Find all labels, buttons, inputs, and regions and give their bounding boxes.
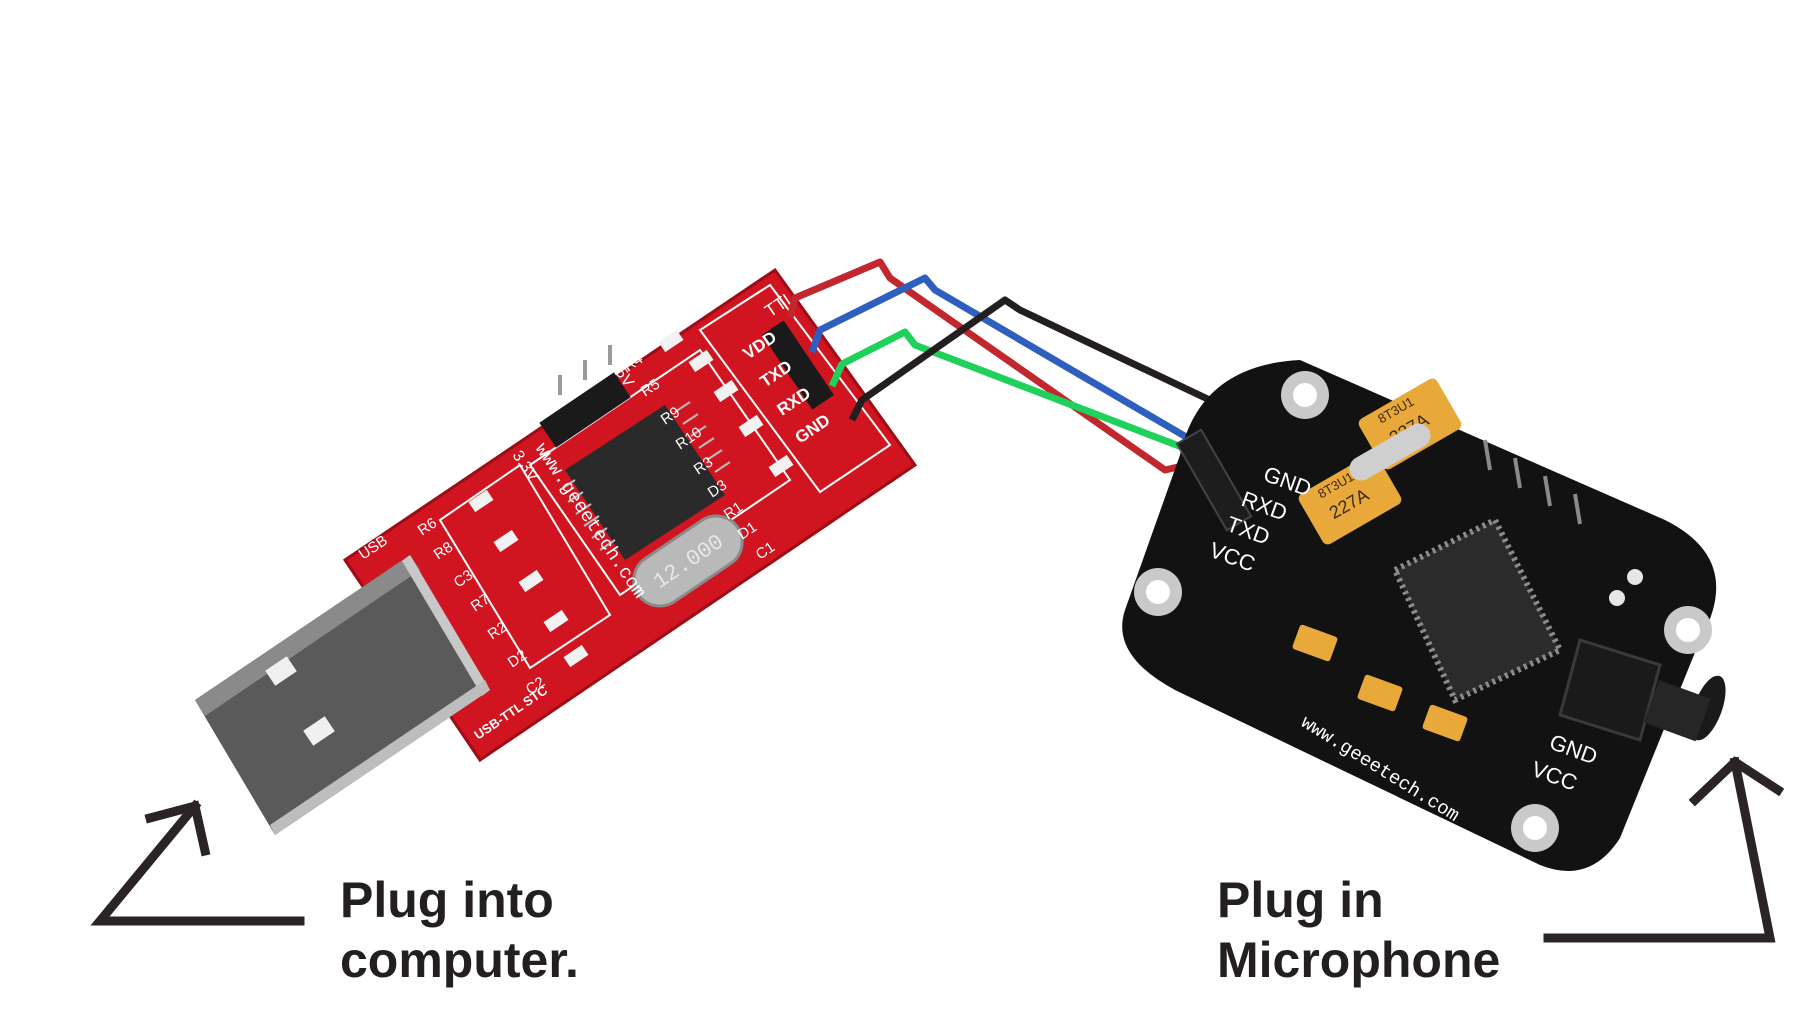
caption-right-line1: Plug in	[1217, 872, 1384, 928]
usb-bridge-chip	[565, 405, 725, 560]
usb-ttl-module: 12.000 TTL VDD TXD RXD	[195, 267, 918, 835]
smd-components	[468, 329, 794, 668]
caption-left-line2: computer.	[340, 932, 579, 988]
caption-plug-in-microphone: Plug in Microphone	[1217, 870, 1500, 990]
usb-a-plug	[195, 555, 490, 835]
status-led-2	[1609, 590, 1625, 606]
arrow-to-jack	[1543, 756, 1785, 943]
silkscreen-boxes	[438, 283, 892, 670]
ttl-pin-header	[762, 320, 834, 410]
voice-recognition-module: 227A 8T3U1 227A 8T3U1 GND	[1122, 360, 1726, 871]
arrow-to-usb	[90, 799, 305, 926]
status-led-1	[1627, 569, 1643, 585]
caption-left-line1: Plug into	[340, 872, 554, 928]
mounting-holes	[1134, 371, 1712, 852]
caption-plug-into-computer: Plug into computer.	[340, 870, 579, 990]
wire-red	[786, 258, 1201, 474]
caption-right-line2: Microphone	[1217, 932, 1501, 988]
voice-processor-chip	[1391, 515, 1565, 705]
voice-uart-header	[1175, 428, 1253, 532]
microphone-jack	[1558, 638, 1726, 742]
voltage-jumper-header	[539, 345, 631, 448]
voice-right-header	[1483, 439, 1582, 525]
voice-crystal	[1349, 423, 1431, 481]
